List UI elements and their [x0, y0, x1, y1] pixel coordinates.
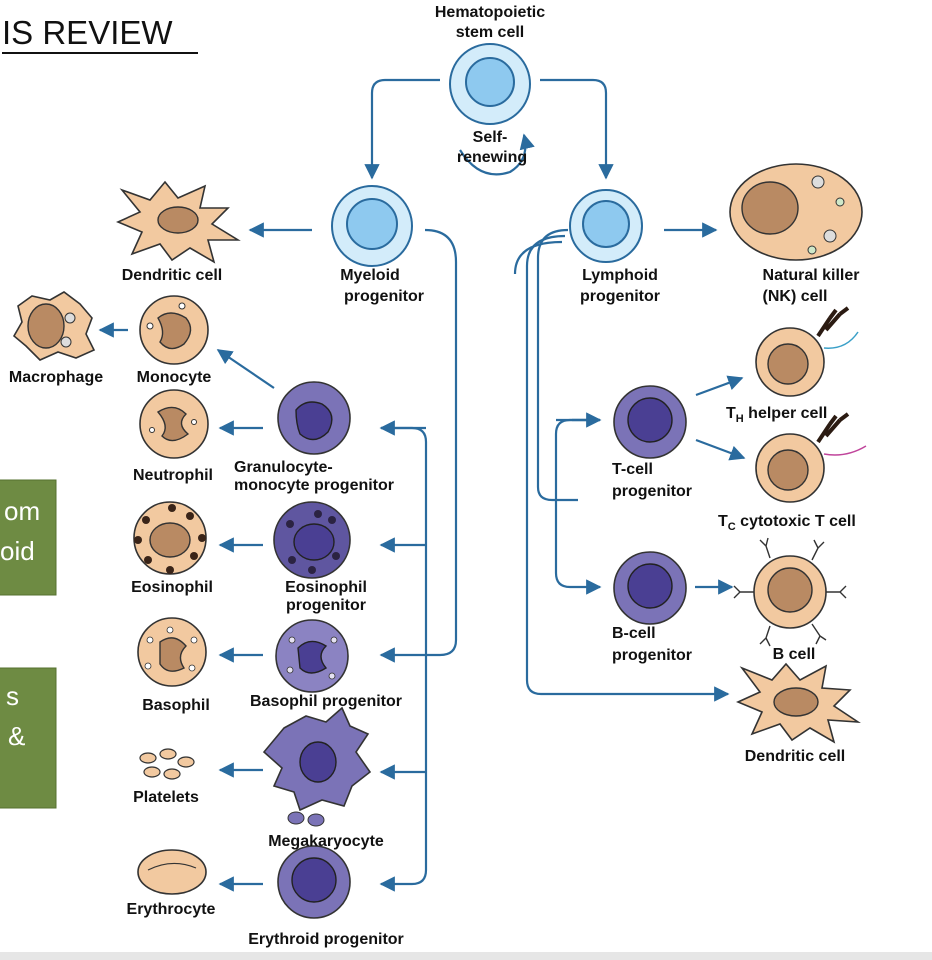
- label-nk-line-1: Natural killer: [763, 267, 860, 284]
- label-hsc-line-2: stem cell: [456, 24, 524, 41]
- label-nk-line-2: (NK) cell: [763, 288, 828, 305]
- hsc-cell: [449, 43, 531, 125]
- nk-cell: [729, 163, 863, 261]
- label-erythroid-progenitor: Erythroid progenitor: [248, 931, 404, 948]
- label-eosinophil-progenitor-line-2: progenitor: [286, 597, 366, 614]
- label-myeloid-line-1: Myeloid: [340, 267, 400, 284]
- megakaryocyte-cell: [262, 706, 372, 827]
- myeloid-progenitor-cell: [331, 185, 413, 267]
- label-basophil: Basophil: [142, 697, 210, 714]
- label-monocyte: Monocyte: [137, 369, 212, 386]
- connector-lines: [98, 78, 746, 892]
- label-basophil-progenitor: Basophil progenitor: [250, 693, 402, 710]
- lymphoid-progenitor-cell: [569, 189, 643, 263]
- green-box-2-line-1: s: [6, 681, 19, 711]
- tcell-progenitor-cell: [613, 385, 687, 459]
- label-macrophage: Macrophage: [9, 369, 103, 386]
- label-hsc-line-1: Hematopoietic: [435, 4, 545, 21]
- label-tc-subscript: C: [728, 521, 736, 533]
- labels: Hematopoietic stem cell Self- renewing D…: [9, 4, 860, 948]
- label-th-subscript: H: [736, 413, 744, 425]
- green-box-1: om oid: [0, 479, 57, 596]
- eosinophil-progenitor-cell: [273, 501, 351, 579]
- eosinophil-cell: [133, 501, 207, 575]
- label-tc-t: T: [718, 513, 728, 530]
- label-tc-cell: TC cytotoxic T cell: [718, 513, 856, 533]
- neutrophil-cell: [139, 389, 209, 459]
- lymphoid-line-3: [513, 240, 563, 275]
- label-bcell-progenitor-line-1: B-cell: [612, 625, 656, 642]
- label-b-cell: B cell: [773, 646, 816, 663]
- label-platelets: Platelets: [133, 789, 199, 806]
- slide-bottom-bar: [0, 952, 932, 960]
- arrow-hsc-to-lymphoid: [540, 78, 614, 180]
- erythrocyte-cell: [137, 849, 207, 895]
- arrow-to-th: [695, 375, 744, 397]
- platelets-cells: [139, 748, 195, 780]
- dendritic-cell-right: [735, 662, 861, 744]
- label-lymphoid-line-1: Lymphoid: [582, 267, 658, 284]
- arrow-to-bcell-progenitor: [554, 418, 602, 595]
- label-tcell-progenitor-line-2: progenitor: [612, 483, 692, 500]
- label-gmp-line-1: Granulocyte-: [234, 459, 333, 476]
- label-eosinophil: Eosinophil: [131, 579, 213, 596]
- label-lymphoid-line-2: progenitor: [580, 288, 660, 305]
- label-dendritic-right: Dendritic cell: [745, 748, 845, 765]
- green-box-2: s &: [0, 667, 57, 809]
- dendritic-cell-left: [115, 180, 241, 264]
- arrow-to-tc: [695, 438, 746, 461]
- gmp-cell: [277, 381, 351, 455]
- label-erythrocyte: Erythrocyte: [127, 901, 216, 918]
- myeloid-trunk: [379, 228, 458, 663]
- erythroid-progenitor-cell: [277, 845, 351, 919]
- green-box-1-line-1: om: [4, 496, 40, 526]
- label-dendritic-left: Dendritic cell: [122, 267, 222, 284]
- basophil-progenitor-cell: [275, 619, 349, 693]
- arrow-gmp-to-monocyte: [216, 349, 275, 389]
- label-tc-rest: cytotoxic T cell: [736, 513, 856, 530]
- tc-cytotoxic-cell: [755, 412, 867, 503]
- lymphoid-to-tcell-line: [536, 228, 578, 502]
- label-self-renewing-line-1: Self-: [473, 129, 508, 146]
- slide-title: IS REVIEW: [2, 14, 173, 51]
- green-box-2-line-2: &: [8, 721, 25, 751]
- arrow-hsc-to-myeloid: [364, 78, 440, 180]
- label-neutrophil: Neutrophil: [133, 467, 213, 484]
- th-helper-cell: [755, 306, 859, 397]
- label-bcell-progenitor-line-2: progenitor: [612, 647, 692, 664]
- lymphoid-to-dendritic: [525, 234, 730, 702]
- bcell-progenitor-cell: [613, 551, 687, 625]
- label-eosinophil-progenitor-line-1: Eosinophil: [285, 579, 367, 596]
- basophil-cell: [137, 617, 207, 687]
- self-renewing-loop: [459, 133, 535, 176]
- green-box-1-line-2: oid: [0, 536, 35, 566]
- b-cell: [733, 537, 847, 647]
- label-tcell-progenitor-line-1: T-cell: [612, 461, 653, 478]
- label-th-t: T: [726, 405, 736, 422]
- label-self-renewing-line-2: renewing: [457, 149, 527, 166]
- label-th-rest: helper cell: [744, 405, 828, 422]
- label-megakaryocyte: Megakaryocyte: [268, 833, 384, 850]
- label-th-cell: TH helper cell: [726, 405, 827, 425]
- label-gmp-line-2: monocyte progenitor: [234, 477, 394, 494]
- monocyte-cell: [139, 295, 209, 365]
- macrophage-cell: [12, 291, 96, 361]
- label-myeloid-line-2: progenitor: [344, 288, 424, 305]
